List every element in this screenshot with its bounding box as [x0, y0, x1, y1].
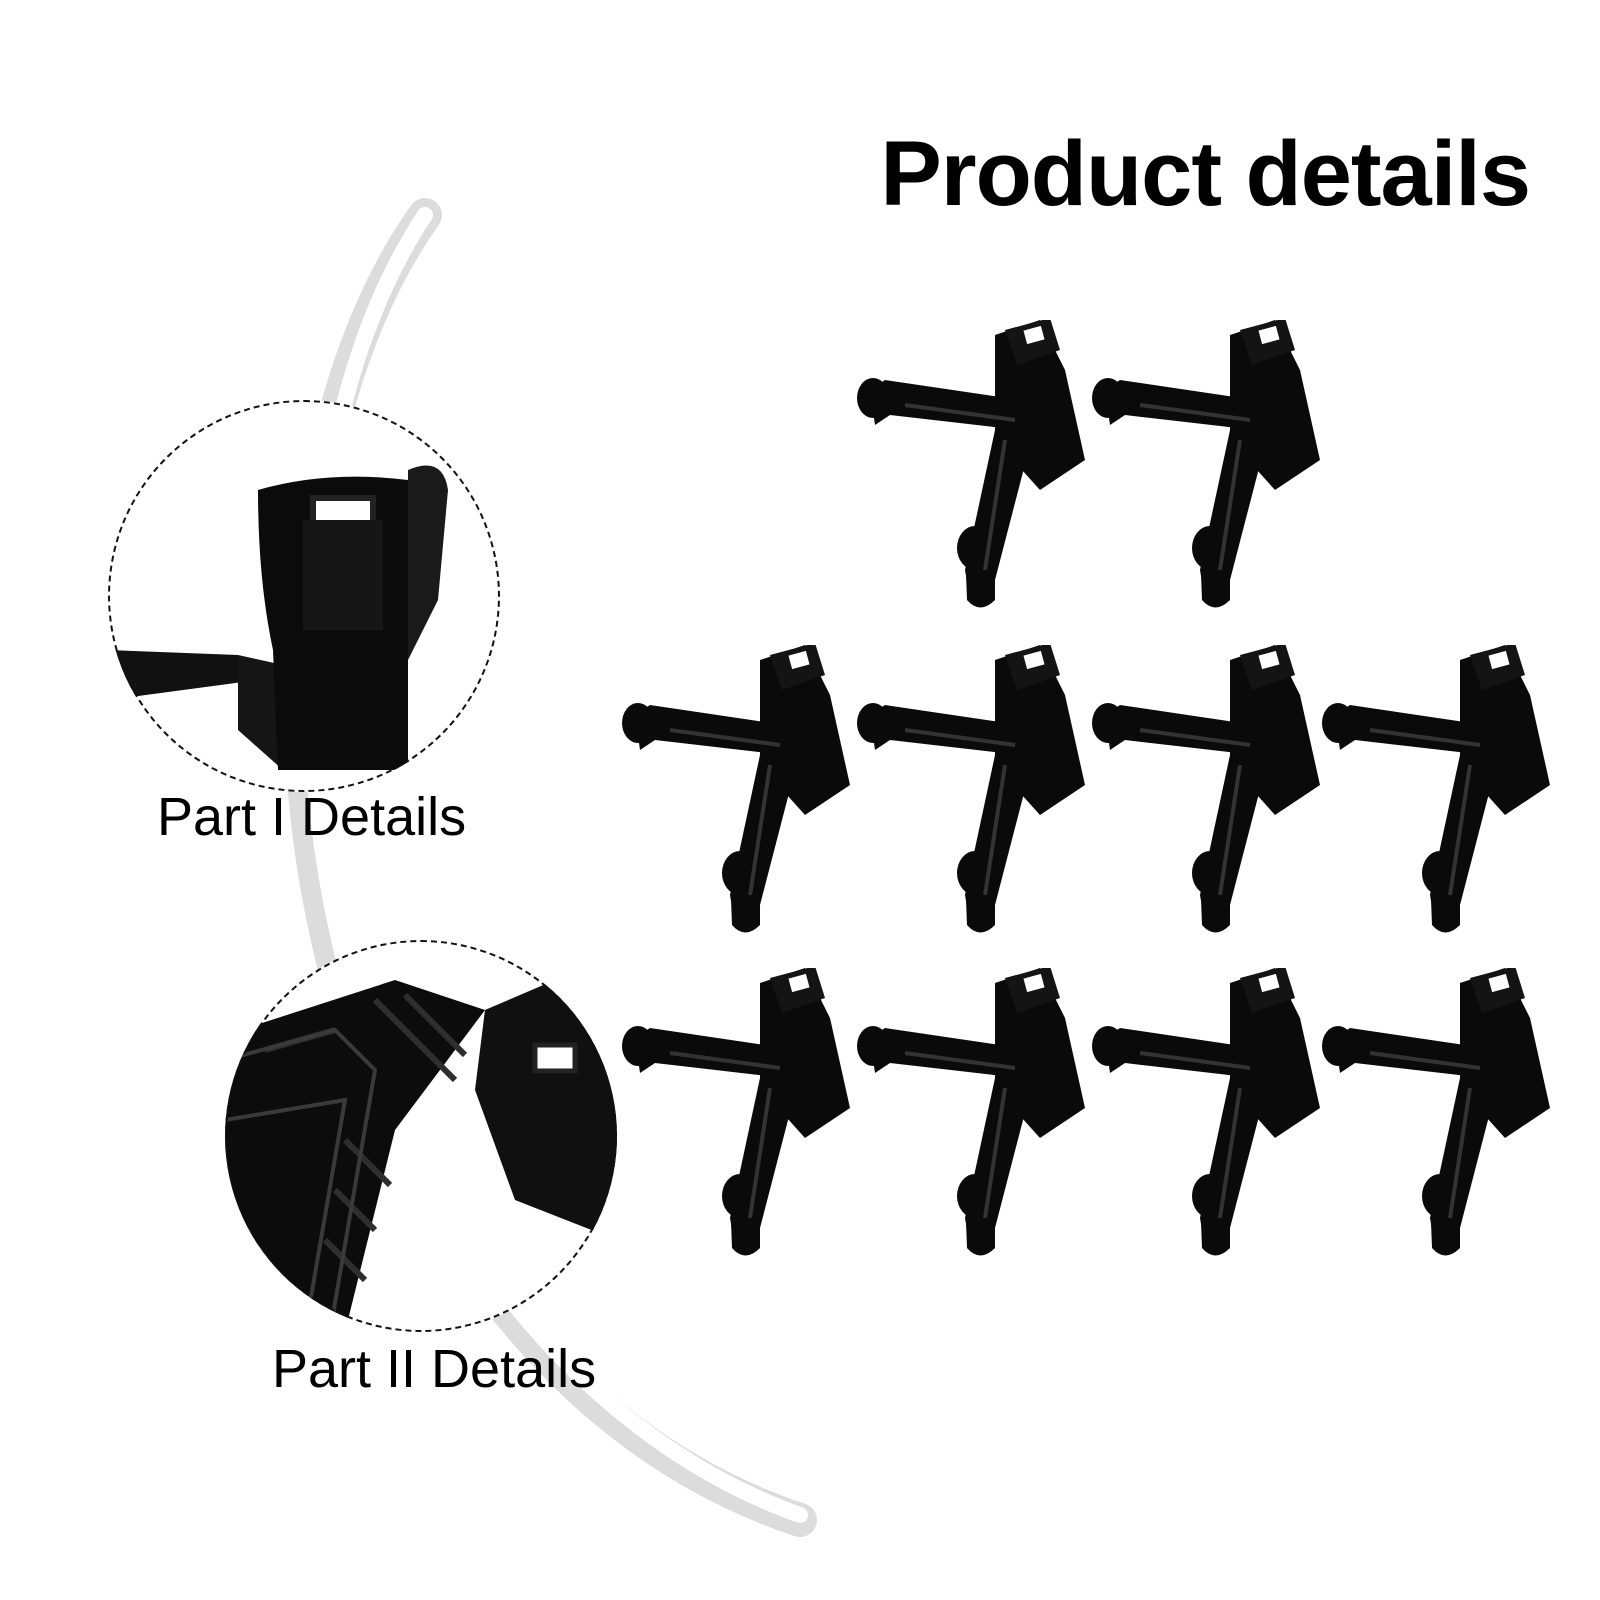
pegboard-hook — [1080, 641, 1322, 935]
pegboard-hook — [1080, 964, 1322, 1258]
pegboard-hook — [845, 316, 1087, 610]
pegboard-hook — [845, 641, 1087, 935]
part-one-label: Part I Details — [157, 787, 467, 847]
part-two-label: Part II Details — [272, 1339, 597, 1399]
pegboard-hook — [1310, 641, 1552, 935]
pegboard-hook — [610, 641, 852, 935]
part-one-detail-ring — [108, 400, 500, 792]
pegboard-hook — [1310, 964, 1552, 1258]
pegboard-hook — [845, 964, 1087, 1258]
page-title: Product details — [880, 122, 1531, 225]
pegboard-hook — [1080, 316, 1322, 610]
part-two-detail-ring — [225, 940, 617, 1332]
pegboard-hook — [610, 964, 852, 1258]
